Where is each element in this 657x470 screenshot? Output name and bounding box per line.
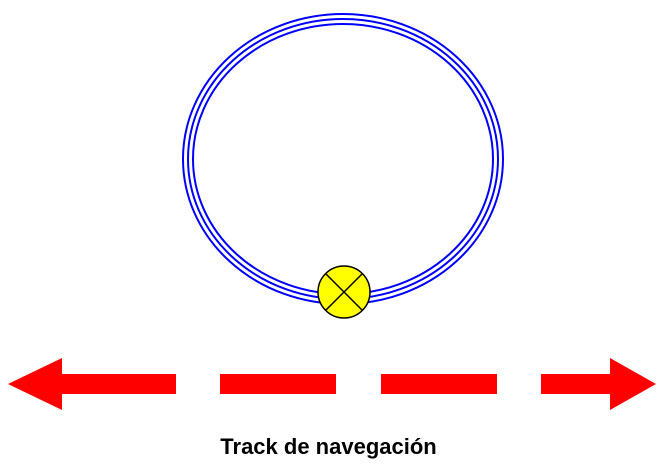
track-ring [182,13,504,305]
track-ring-inner [192,23,494,295]
arrow-dash-2 [220,374,336,394]
marker-icon [317,265,371,319]
track-ring-middle [187,18,499,300]
track-ring-outer [182,13,504,305]
diagram-caption: Track de navegación [220,434,437,459]
arrow-head-left [8,358,62,410]
marker-cross-b [325,273,363,311]
arrow-dash-3 [381,374,497,394]
arrow-dash-1 [60,374,176,394]
arrow-dash-4 [541,374,613,394]
arrow-head-right [610,358,656,410]
dashed-double-arrow [8,358,656,410]
